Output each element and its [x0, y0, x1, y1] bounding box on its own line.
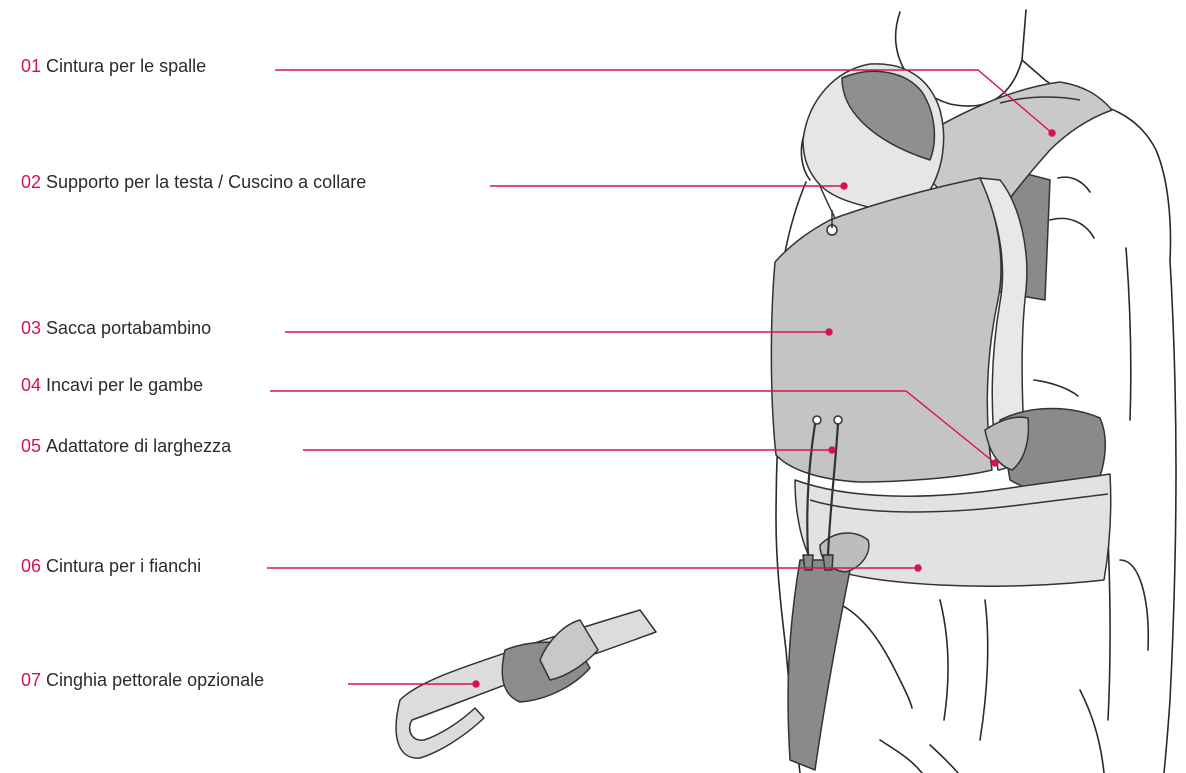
label-04-number: 04 [21, 375, 41, 395]
label-05-text: Adattatore di larghezza [46, 436, 231, 456]
label-05-number: 05 [21, 436, 41, 456]
label-02-number: 02 [21, 172, 41, 192]
baby-carrier [771, 64, 1112, 770]
label-01-number: 01 [21, 56, 41, 76]
label-04-text: Incavi per le gambe [46, 375, 203, 395]
label-06-number: 06 [21, 556, 41, 576]
label-03-number: 03 [21, 318, 41, 338]
leader-line-05 [303, 447, 835, 453]
label-06-text: Cintura per i fianchi [46, 556, 201, 576]
label-02-text: Supporto per la testa / Cuscino a collar… [46, 172, 366, 192]
leader-line-03 [285, 329, 832, 335]
leader-line-02 [490, 183, 847, 189]
label-07-text: Cinghia pettorale opzionale [46, 670, 264, 690]
label-07-number: 07 [21, 670, 41, 690]
label-01-text: Cintura per le spalle [46, 56, 206, 76]
label-03-text: Sacca portabambino [46, 318, 211, 338]
